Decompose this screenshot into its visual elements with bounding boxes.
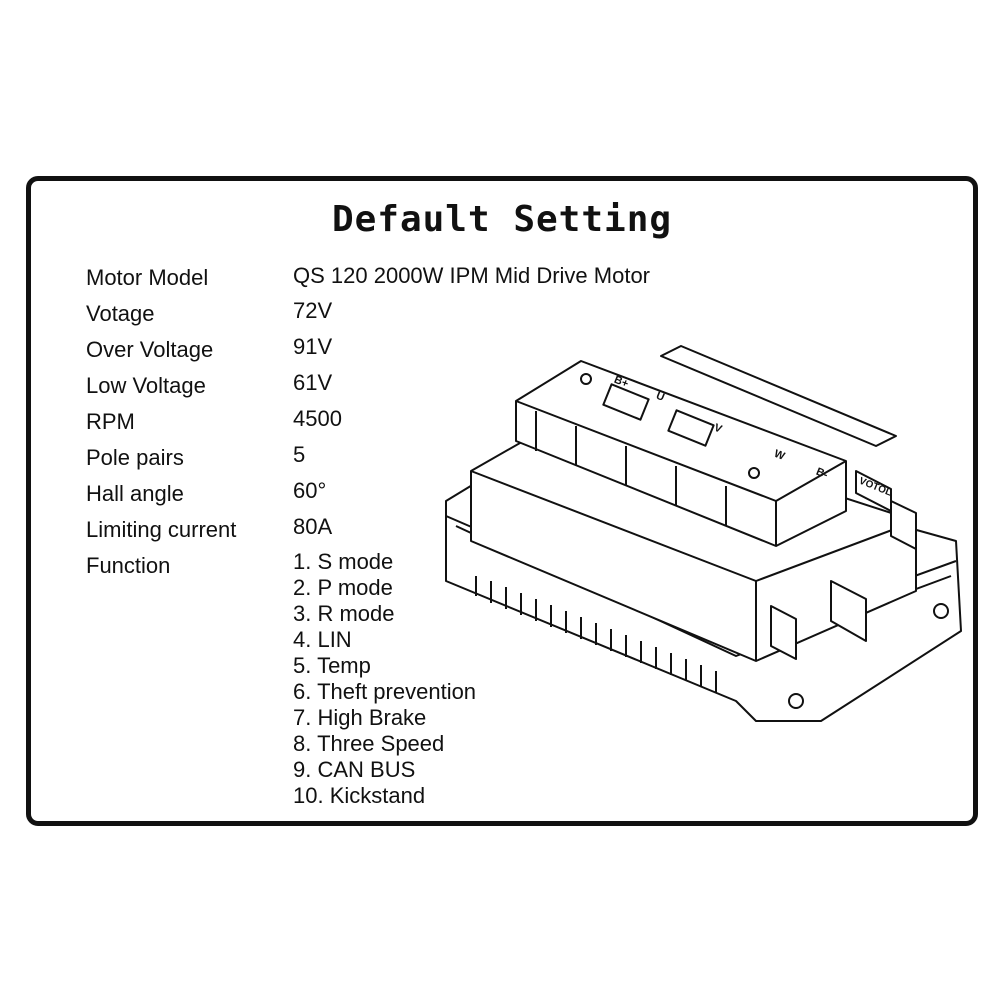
function-list: 1. S mode 2. P mode 3. R mode 4. LIN 5. … xyxy=(293,549,476,809)
spec-value-voltage: 72V xyxy=(293,298,333,323)
function-item: 5. Temp xyxy=(293,653,371,678)
terminal-label: V xyxy=(712,422,724,436)
spec-value-limiting-current: 80A xyxy=(293,514,333,539)
function-item: 3. R mode xyxy=(293,601,395,626)
controller-illustration: B+ U V W B- VOTOL xyxy=(445,345,962,722)
function-item: 8. Three Speed xyxy=(293,731,445,756)
spec-label-rpm: RPM xyxy=(86,409,135,434)
spec-label-low-voltage: Low Voltage xyxy=(86,373,206,398)
spec-label-pole-pairs: Pole pairs xyxy=(86,445,184,470)
terminal-label: B- xyxy=(814,466,830,482)
spec-label-hall-angle: Hall angle xyxy=(86,481,184,506)
spec-label-motor-model: Motor Model xyxy=(86,265,209,290)
spec-label-voltage: Votage xyxy=(86,301,155,326)
function-item: 2. P mode xyxy=(293,575,393,600)
settings-card: Default Setting Motor Model QS 120 2000W… xyxy=(26,176,978,826)
terminal-label: B+ xyxy=(612,374,630,391)
function-item: 9. CAN BUS xyxy=(293,757,416,782)
spec-value-over-voltage: 91V xyxy=(293,334,333,359)
function-item: 10. Kickstand xyxy=(293,783,426,808)
function-item: 4. LIN xyxy=(293,627,352,652)
terminal-label: W xyxy=(772,448,787,463)
spec-value-low-voltage: 61V xyxy=(293,370,333,395)
spec-value-pole-pairs: 5 xyxy=(293,442,306,467)
spec-value-rpm: 4500 xyxy=(293,406,342,431)
function-item: 7. High Brake xyxy=(293,705,427,730)
terminal-label: U xyxy=(654,390,666,404)
spec-label-over-voltage: Over Voltage xyxy=(86,337,214,362)
spec-value-hall-angle: 60° xyxy=(293,478,327,503)
function-item: 6. Theft prevention xyxy=(293,679,477,704)
spec-label-function: Function xyxy=(86,553,171,578)
page-title: Default Setting xyxy=(331,199,673,240)
spec-label-limiting-current: Limiting current xyxy=(86,517,237,542)
function-item: 1. S mode xyxy=(293,549,394,574)
spec-value-motor-model: QS 120 2000W IPM Mid Drive Motor xyxy=(293,263,651,288)
